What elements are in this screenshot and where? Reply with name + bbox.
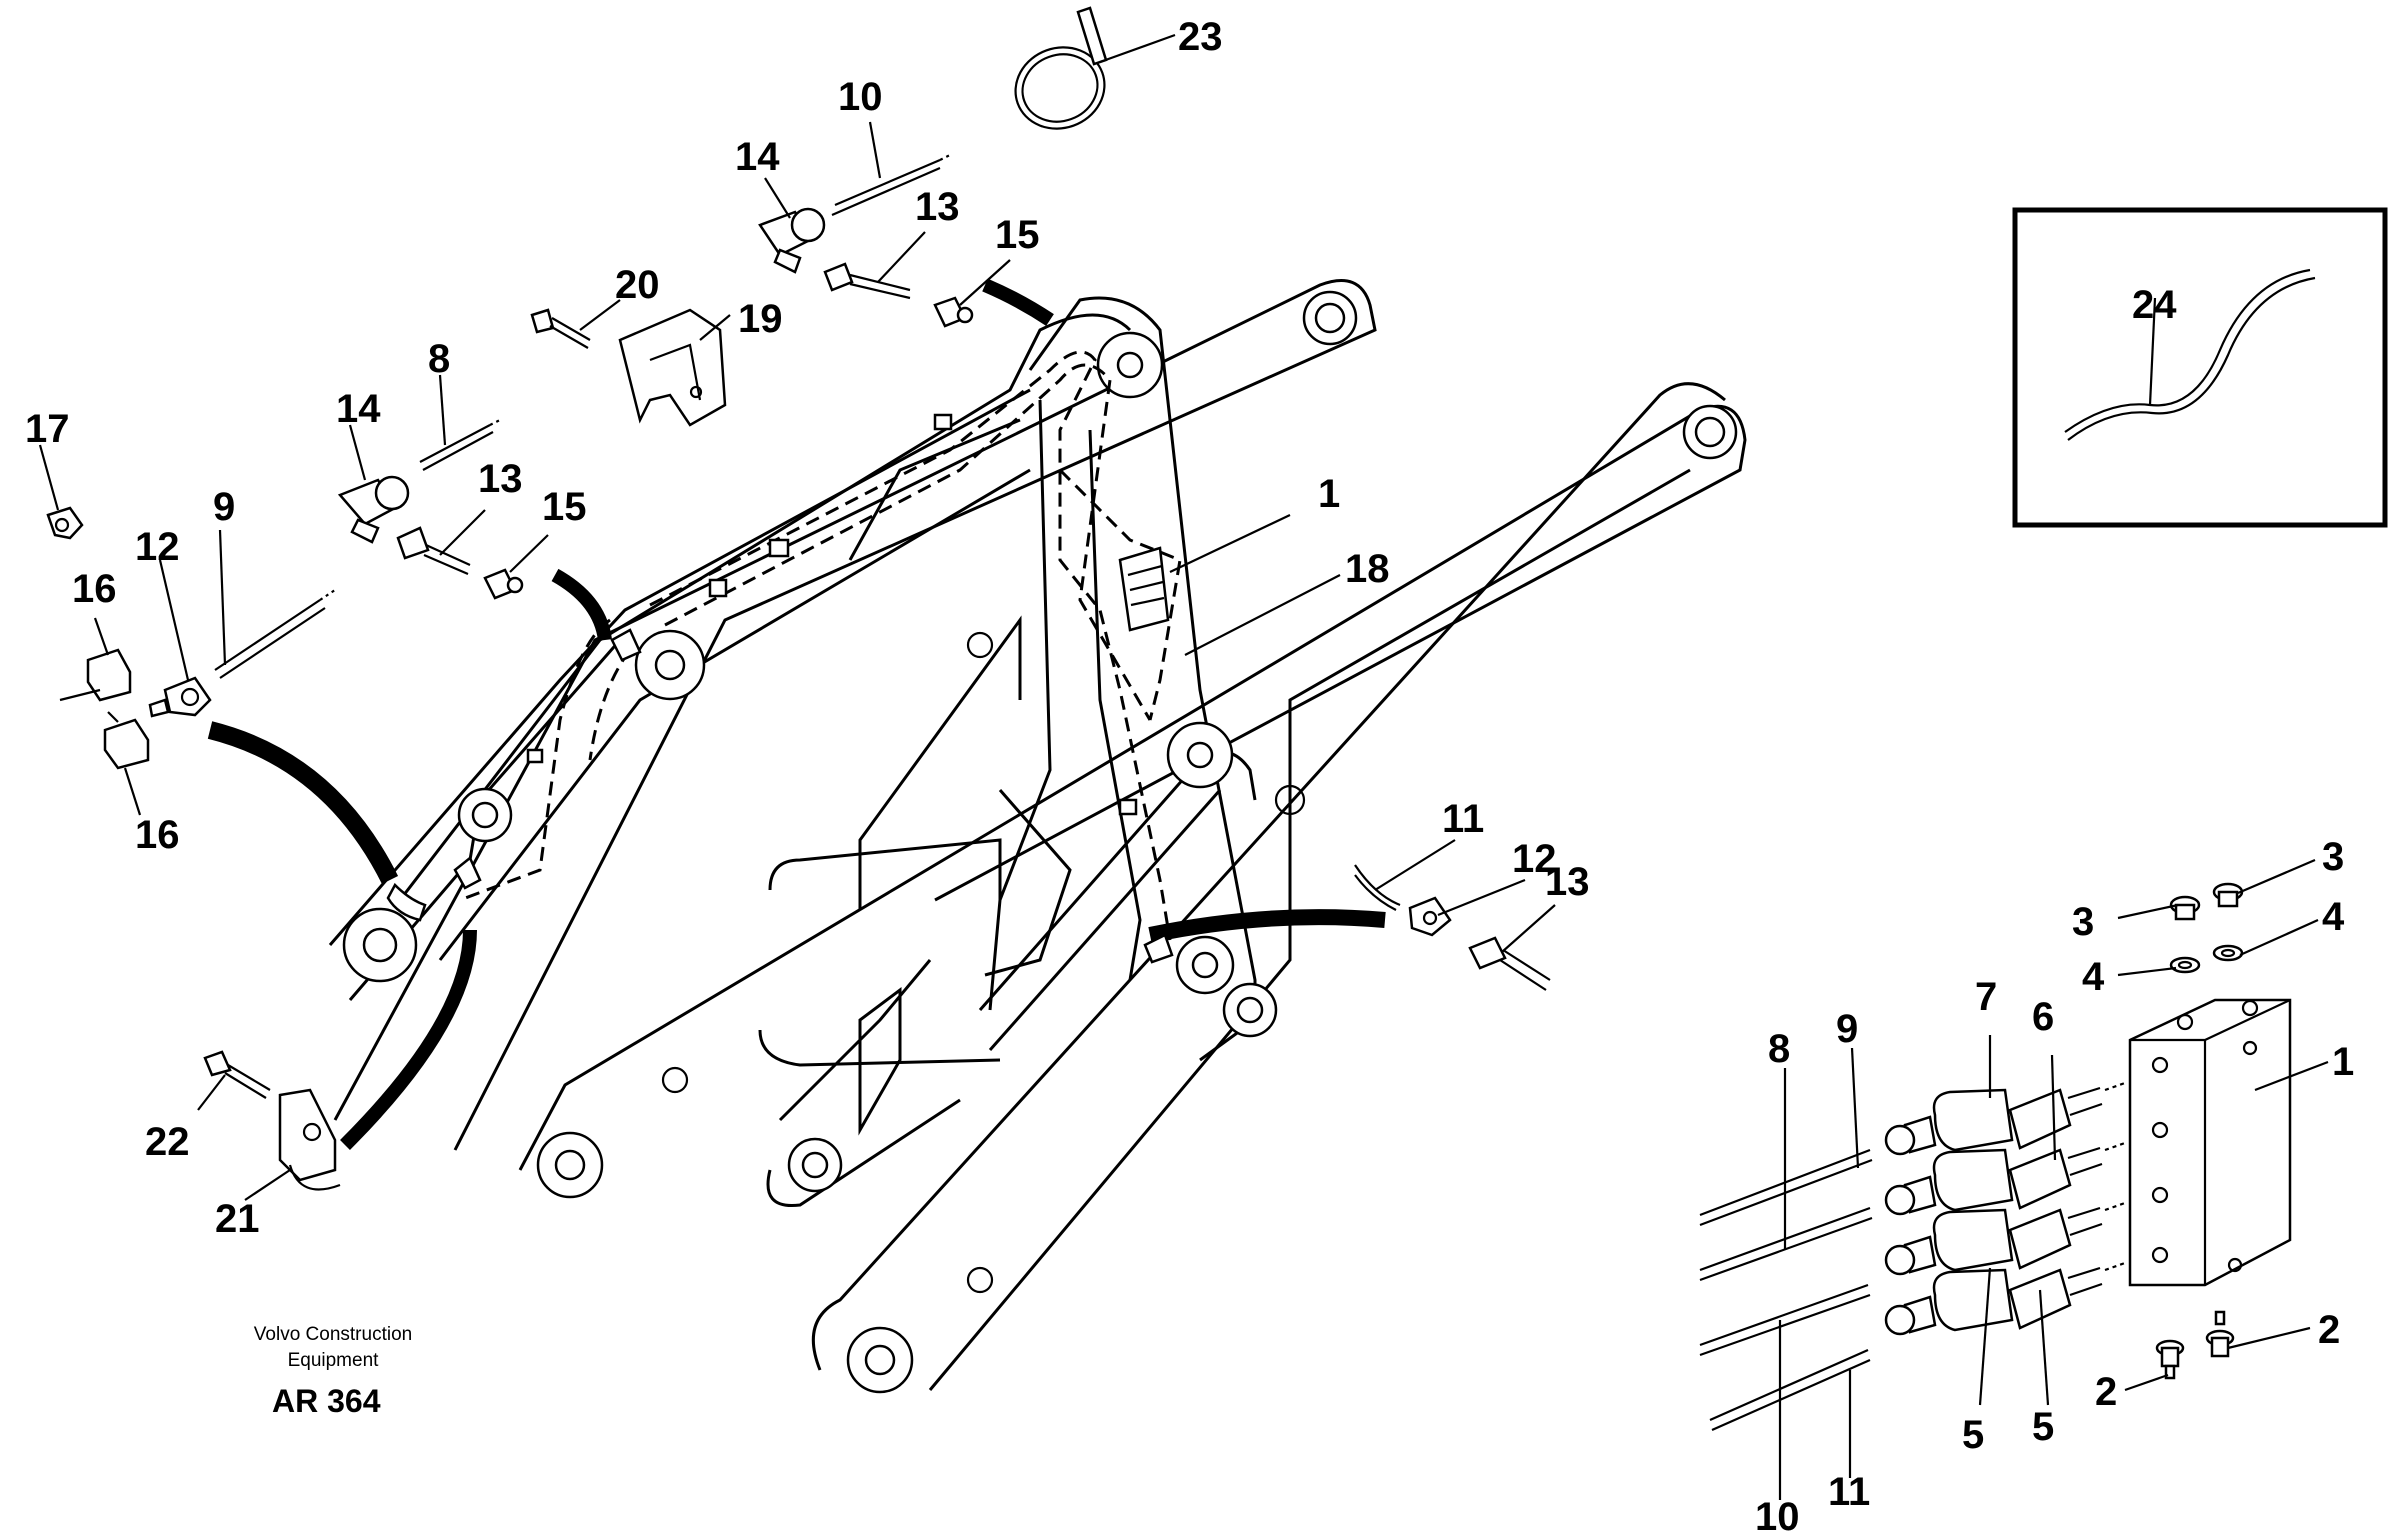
callout-15-left: 15: [542, 485, 587, 529]
callout-4-a: 4: [2322, 895, 2345, 939]
pivot-pin-top: [1096, 331, 1164, 399]
callout-9-block: 9: [1836, 1007, 1858, 1051]
clamp-21: [278, 1088, 341, 1191]
hose-10-top: [834, 158, 941, 207]
publisher-caption: Volvo Construction Equipment AR 364: [254, 1324, 412, 1419]
nipple-13-top: [823, 262, 911, 300]
cable-tie-23: [1014, 6, 1108, 130]
callout-20: 20: [615, 263, 660, 307]
callout-4-b: 4: [2082, 955, 2105, 999]
washer-4-b: [2212, 944, 2244, 962]
callout-11-mid: 11: [1442, 797, 1484, 841]
loader-arm-assembly: [207, 278, 1747, 1394]
connector-5-a: [1884, 1201, 2126, 1276]
callout-6: 6: [2032, 995, 2054, 1039]
callout-12-left: 12: [135, 525, 180, 569]
callout-22: 22: [145, 1120, 190, 1164]
valve-16-a: [59, 648, 132, 702]
callout-11-block: 11: [1828, 1470, 1870, 1514]
callout-17: 17: [25, 407, 70, 451]
hose-24: [2064, 268, 2311, 433]
nut-15-left: [483, 568, 524, 600]
arm-valve-block: [1118, 546, 1170, 632]
hose-9-left: [214, 589, 336, 679]
elbow-fitting-14-left: [337, 475, 410, 544]
nut-15-top: [933, 296, 974, 328]
callout-3-b: 3: [2072, 900, 2094, 944]
callout-7: 7: [1975, 975, 1997, 1019]
hose-8-left: [419, 419, 501, 471]
callout-8-top: 8: [428, 337, 450, 381]
fitting-2-a: [2155, 1339, 2185, 1380]
valve-16-b: [103, 711, 150, 770]
hose-10-detail: [1699, 1283, 1871, 1357]
callout-13-left: 13: [478, 457, 523, 501]
screw-20: [530, 308, 591, 349]
callout-9-top: 9: [213, 485, 235, 529]
callout-18: 18: [1345, 547, 1390, 591]
callout-labels: 23 10 14 13 15 20 19 8 14 17 13 9 15 12 …: [25, 15, 2354, 1536]
cap-nut-17: [46, 506, 84, 540]
caption-line-2: Equipment: [288, 1350, 380, 1371]
elbow-fitting-14-top: [758, 207, 826, 274]
nipple-13-left: [396, 526, 471, 576]
screw-22: [203, 1050, 271, 1099]
plug-3-b: [2212, 882, 2244, 908]
callout-1-main: 1: [1318, 472, 1340, 516]
callout-19: 19: [738, 297, 783, 341]
fitting-2-b: [2205, 1310, 2235, 1358]
connector-7: [1884, 1081, 2126, 1156]
leader-lines: [38, 33, 2329, 1500]
inset-box-24: [2012, 207, 2388, 528]
washer-4-a: [2169, 956, 2201, 974]
plug-3-a: [2169, 895, 2201, 921]
hose-11-detail: [1709, 1348, 1871, 1432]
callout-21: 21: [215, 1197, 260, 1241]
callout-14-top: 14: [735, 135, 780, 179]
callout-16-a: 16: [72, 567, 117, 611]
connector-5-b: [1884, 1261, 2126, 1336]
callout-10-block: 10: [1755, 1495, 1800, 1536]
callout-2-b: 2: [2095, 1370, 2117, 1414]
callout-3-a: 3: [2322, 835, 2344, 879]
callout-24: 24: [2132, 283, 2177, 327]
drawing-code: AR 364: [272, 1383, 381, 1419]
callout-5-a: 5: [1962, 1413, 1984, 1457]
callout-16-b: 16: [135, 813, 180, 857]
callout-15-top: 15: [995, 213, 1040, 257]
callout-10-top: 10: [838, 75, 883, 119]
adapter-12-mid: [1408, 896, 1452, 937]
callout-2-a: 2: [2318, 1308, 2340, 1352]
caption-line-1: Volvo Construction: [254, 1324, 412, 1345]
callout-1-block: 1: [2332, 1040, 2354, 1084]
distribution-block-detail: [1699, 882, 2292, 1432]
callout-13-top: 13: [915, 185, 960, 229]
connector-6: [1884, 1141, 2126, 1216]
adapter-12-left: [148, 676, 212, 718]
callout-5-b: 5: [2032, 1405, 2054, 1449]
callout-13-mid: 13: [1545, 860, 1590, 904]
callout-8-block: 8: [1768, 1027, 1790, 1071]
callout-12-mid: 12: [1512, 837, 1557, 881]
bracket-19: [618, 308, 727, 427]
callout-23: 23: [1178, 15, 1223, 59]
nipple-13-mid: [1468, 936, 1551, 991]
callout-14-left: 14: [336, 387, 381, 431]
